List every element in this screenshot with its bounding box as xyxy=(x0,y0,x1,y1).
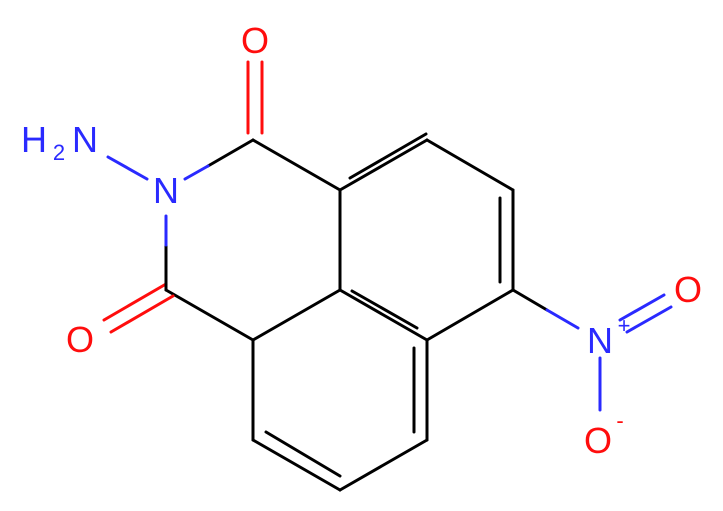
atom-nh2-n: N xyxy=(72,119,98,160)
atom-labels: O H 2 N N O N + O O - xyxy=(21,20,702,461)
bond-c1-c2 xyxy=(251,138,342,192)
atom-o-top: O xyxy=(241,20,269,61)
bond-c7-c8 xyxy=(251,288,342,342)
bond-c5-c6 xyxy=(425,288,515,342)
double-c2-c3 xyxy=(348,132,428,180)
bond-n-c1 xyxy=(183,164,210,181)
bond-c1-n xyxy=(206,138,255,168)
double-c6-c7 xyxy=(350,289,419,330)
nitro-double-b xyxy=(625,305,673,334)
bond-c5-nitro xyxy=(511,288,549,312)
double-c9-c10 xyxy=(264,430,342,478)
atom-nitro-o-bottom: O xyxy=(584,420,612,461)
bond-c8-c12 xyxy=(164,288,255,342)
bond-c6-c7 xyxy=(338,288,429,342)
bond-c9-c10 xyxy=(251,438,342,492)
atom-o-left: O xyxy=(66,319,94,360)
atom-nh2-h: H xyxy=(21,119,47,160)
bond-c10-c11 xyxy=(338,438,429,492)
bond-nitro-c5 xyxy=(545,308,580,330)
atom-nitro-charge-plus: + xyxy=(618,313,631,338)
carbonyl-left-a xyxy=(102,282,168,322)
atom-n-ring: N xyxy=(153,170,179,211)
nitro-double-a xyxy=(618,293,666,322)
bond-c3-c4 xyxy=(425,138,515,192)
bonds xyxy=(102,60,673,492)
bond-c2-c3 xyxy=(338,138,429,192)
atom-nh2-subscript: 2 xyxy=(53,140,65,165)
bond-n-nh2 xyxy=(106,155,149,181)
carbonyl-left-b xyxy=(109,294,175,334)
atom-nitro-charge-minus: - xyxy=(616,408,623,433)
atom-nitro-n: N xyxy=(587,320,613,361)
atom-nitro-o-right: O xyxy=(674,269,702,310)
